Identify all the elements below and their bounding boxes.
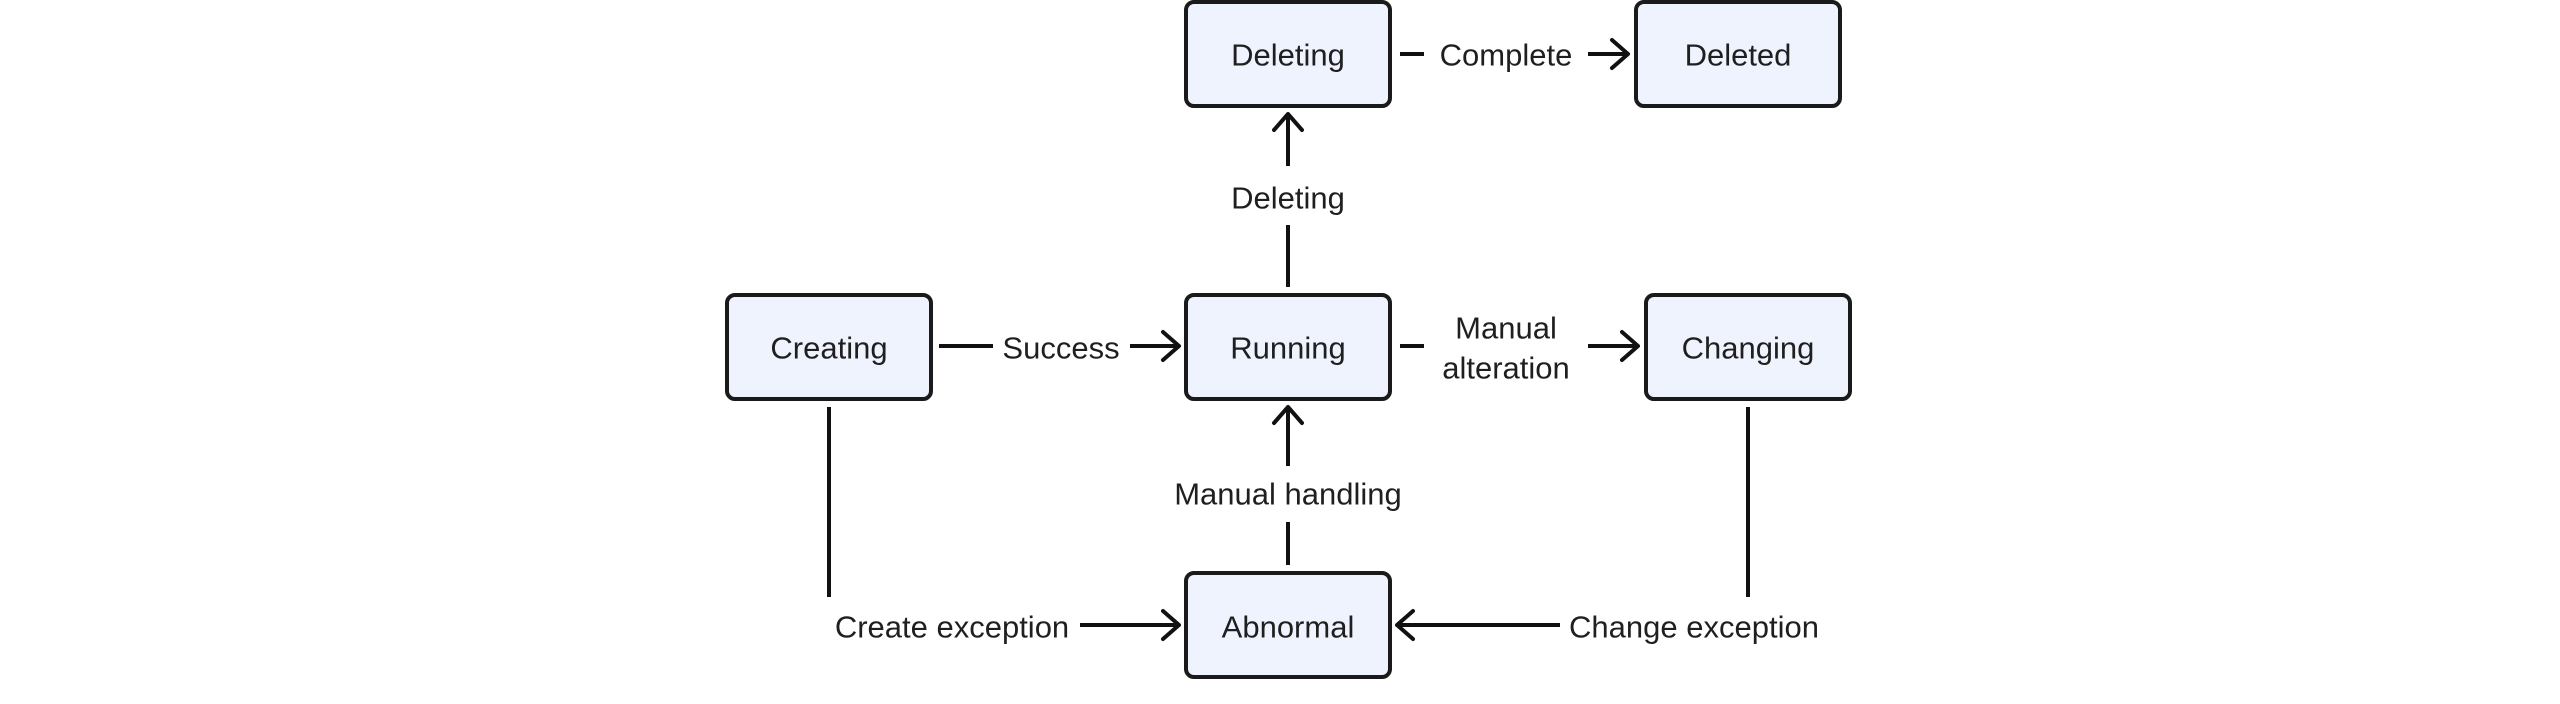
edge-change-exception-arrowhead (1395, 609, 1415, 641)
edge-manual-alteration: Manual alteration (1400, 311, 1640, 386)
node-deleted: Deleted (1634, 0, 1842, 108)
node-deleting-box (1184, 0, 1392, 108)
edge-deleting-label: Deleting (1231, 181, 1345, 216)
node-creating: Creating (725, 293, 933, 401)
node-changing: Changing (1644, 293, 1852, 401)
edge-change-exception-label: Change exception (1569, 610, 1819, 645)
edge-complete-arrowhead (1610, 38, 1630, 70)
node-deleted-label: Deleted (1685, 38, 1792, 73)
node-deleted-box (1634, 0, 1842, 108)
edge-deleting: Deleting (1231, 112, 1345, 287)
node-changing-box (1644, 293, 1852, 401)
node-creating-box (725, 293, 933, 401)
node-creating-label: Creating (770, 331, 887, 366)
node-running-box (1184, 293, 1392, 401)
node-abnormal-box (1184, 571, 1392, 679)
edge-complete-label: Complete (1440, 38, 1573, 73)
node-running: Running (1184, 293, 1392, 401)
edge-manual-handling-label: Manual handling (1174, 477, 1402, 512)
edge-create-exception: Create exception (827, 407, 1181, 645)
node-running-label: Running (1230, 331, 1345, 366)
edge-manual-alteration-arrowhead (1620, 330, 1640, 362)
node-abnormal: Abnormal (1184, 571, 1392, 679)
edge-success-label: Success (1002, 331, 1119, 366)
edge-success: Success (939, 330, 1181, 366)
node-deleting: Deleting (1184, 0, 1392, 108)
node-abnormal-label: Abnormal (1222, 610, 1355, 645)
edge-complete: Complete (1400, 38, 1630, 73)
edge-change-exception: Change exception (1395, 407, 1819, 645)
edge-create-exception-label: Create exception (835, 610, 1069, 645)
node-deleting-label: Deleting (1231, 38, 1345, 73)
edge-success-arrowhead (1161, 330, 1181, 362)
edge-manual-alteration-label-line2: alteration (1442, 351, 1570, 386)
edge-create-exception-arrowhead (1161, 609, 1181, 641)
edge-manual-handling: Manual handling (1174, 405, 1402, 565)
node-changing-label: Changing (1682, 331, 1815, 366)
edge-manual-handling-arrowhead (1272, 405, 1304, 425)
edge-manual-alteration-label-line1: Manual (1455, 311, 1557, 346)
edge-deleting-arrowhead (1272, 112, 1304, 132)
